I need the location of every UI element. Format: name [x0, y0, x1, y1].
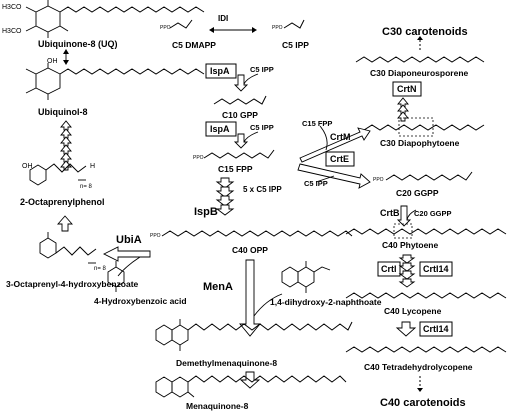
ipp-label: C5 IPP: [282, 40, 309, 50]
idi-double-arrow: [209, 27, 257, 33]
methoxy-label-1: H3CO: [2, 4, 22, 11]
opp-structure: [161, 230, 353, 237]
ispa-box-2: [205, 121, 237, 137]
naphthoate-structure: [281, 261, 331, 293]
crti14-arrow: [395, 321, 417, 337]
crti14-label-b: CrtI14: [423, 324, 449, 334]
c30-carotenoids-title: C30 carotenoids: [382, 26, 468, 38]
fpp-label: C15 FPP: [218, 164, 253, 174]
ubiquinone-ubiquinol-double-arrow: [63, 49, 69, 65]
crtm-arrow: [299, 125, 371, 163]
demethylmenaquinone-structure: [155, 319, 353, 351]
c40-dotted-arrow: [417, 376, 423, 392]
ggpp-label: C20 GGPP: [396, 188, 439, 198]
idi-label: IDI: [218, 14, 228, 23]
ispb-arrows: [215, 177, 235, 216]
ispa2-arrow: [233, 131, 259, 149]
ubiquinol-synthesis-arrows: [60, 120, 72, 171]
ispa1-substrate: C5 IPP: [250, 65, 274, 74]
tetradehydrolycopene-label: C40 Tetradehydrolycopene: [364, 362, 473, 372]
crte-label: CrtE: [330, 154, 349, 164]
hydroxybenzoate-label: 3-Octaprenyl-4-hydroxybenzoate: [6, 279, 139, 289]
ppo-fpp: PPO: [193, 155, 204, 161]
ppo-ggpp: PPO: [373, 177, 384, 183]
crtn-arrows: [397, 97, 409, 122]
crti14-box-b: [419, 321, 453, 337]
hydroxybenzoate-structure: [39, 232, 97, 264]
crti14-box-a: [419, 261, 453, 277]
diapophytoene-label: C30 Diapophytoene: [380, 138, 460, 148]
menaquinone-label: Menaquinone-8: [186, 401, 249, 411]
ispa-box-1: [205, 63, 237, 79]
ipp-structure: [283, 19, 305, 29]
crte-arrow: [297, 163, 371, 189]
hollow-up-arrow: [57, 215, 73, 232]
ubiquinol-label: Ubiquinol-8: [38, 107, 88, 117]
crtb-arrow: [396, 205, 417, 227]
methoxy-label-2: H3CO: [2, 28, 22, 35]
gpp-label: C10 GPP: [222, 110, 258, 120]
lycopene-structure: [345, 292, 507, 299]
diaponeurosporene-structure: [355, 56, 485, 63]
tetradehydrolycopene-structure: [345, 346, 507, 353]
crti-label: CrtI: [381, 264, 397, 274]
diaponeurosporene-label: C30 Diaponeurosporene: [370, 68, 469, 78]
ubiquinone-structure: [25, 0, 205, 38]
crtb-substrate: C20 GGPP: [414, 209, 452, 218]
ggpp-structure: [385, 171, 473, 181]
ppo-dmapp: PPO: [160, 25, 171, 31]
fpp-structure: [203, 149, 275, 159]
ispb-label: IspB: [194, 206, 218, 218]
gpp-structure: [213, 95, 267, 105]
ppo-opp: PPO: [150, 233, 161, 239]
ispa-label-1: IspA: [210, 66, 230, 76]
opp-label: C40 OPP: [232, 245, 268, 255]
ispa1-arrow: [233, 73, 259, 92]
ispb-substrate: 5 x C5 IPP: [243, 185, 282, 194]
crtb-label: CrtB: [380, 208, 400, 218]
ubia-label: UbiA: [116, 234, 142, 246]
dmapp-label: C5 DMAPP: [172, 40, 216, 50]
crte-substrate: C5 IPP: [304, 179, 328, 188]
ispa-label-2: IspA: [210, 124, 230, 134]
crti14-label-a: CrtI14: [423, 264, 449, 274]
mena-label: MenA: [203, 281, 233, 293]
n8-label-b: n= 8: [94, 266, 107, 272]
oh-label: OH: [47, 58, 58, 65]
ubia-reaction-arrow: [102, 246, 151, 277]
ispa2-substrate: C5 IPP: [250, 123, 274, 132]
crte-box: [325, 151, 355, 167]
diapophytoene-structure: [363, 117, 485, 137]
octaprenylphenol-structure: [29, 163, 87, 186]
crtn-label: CrtN: [397, 84, 417, 94]
hydroxybenzoic-acid-structure: [107, 261, 125, 292]
crtm-label: CrtM: [330, 132, 351, 142]
demethyl-label: Demethylmenaquinone-8: [176, 358, 277, 368]
phenol-oh-label: OH: [22, 163, 33, 170]
n8-label-a: n= 8: [80, 184, 93, 190]
ppo-ipp: PPO: [272, 25, 283, 31]
c30-dotted-arrow: [417, 36, 423, 50]
crtm-substrate: C15 FPP: [302, 119, 332, 128]
c40-carotenoids-title: C40 carotenoids: [380, 397, 466, 409]
ubiquinone-label: Ubiquinone-8 (UQ): [38, 39, 118, 49]
dmapp-structure: [169, 19, 193, 29]
crti-arrows: [398, 254, 416, 288]
crti-box: [377, 261, 401, 277]
phytoene-structure: [345, 223, 507, 239]
naphthoate-label: 1,4-dihydroxy-2-naphthoate: [270, 297, 382, 307]
octaprenylphenol-label: 2-Octaprenylphenol: [20, 197, 105, 207]
menaquinone-structure: [155, 375, 347, 398]
crtn-box: [392, 81, 422, 97]
ubiquinol-structure: [25, 63, 205, 100]
h-label: H: [90, 163, 95, 170]
mena-arrow: [239, 259, 283, 337]
lycopene-label: C40 Lycopene: [384, 306, 442, 316]
hba-label: 4-Hydroxybenzoic acid: [94, 296, 187, 306]
phytoene-label: C40 Phytoene: [382, 240, 438, 250]
